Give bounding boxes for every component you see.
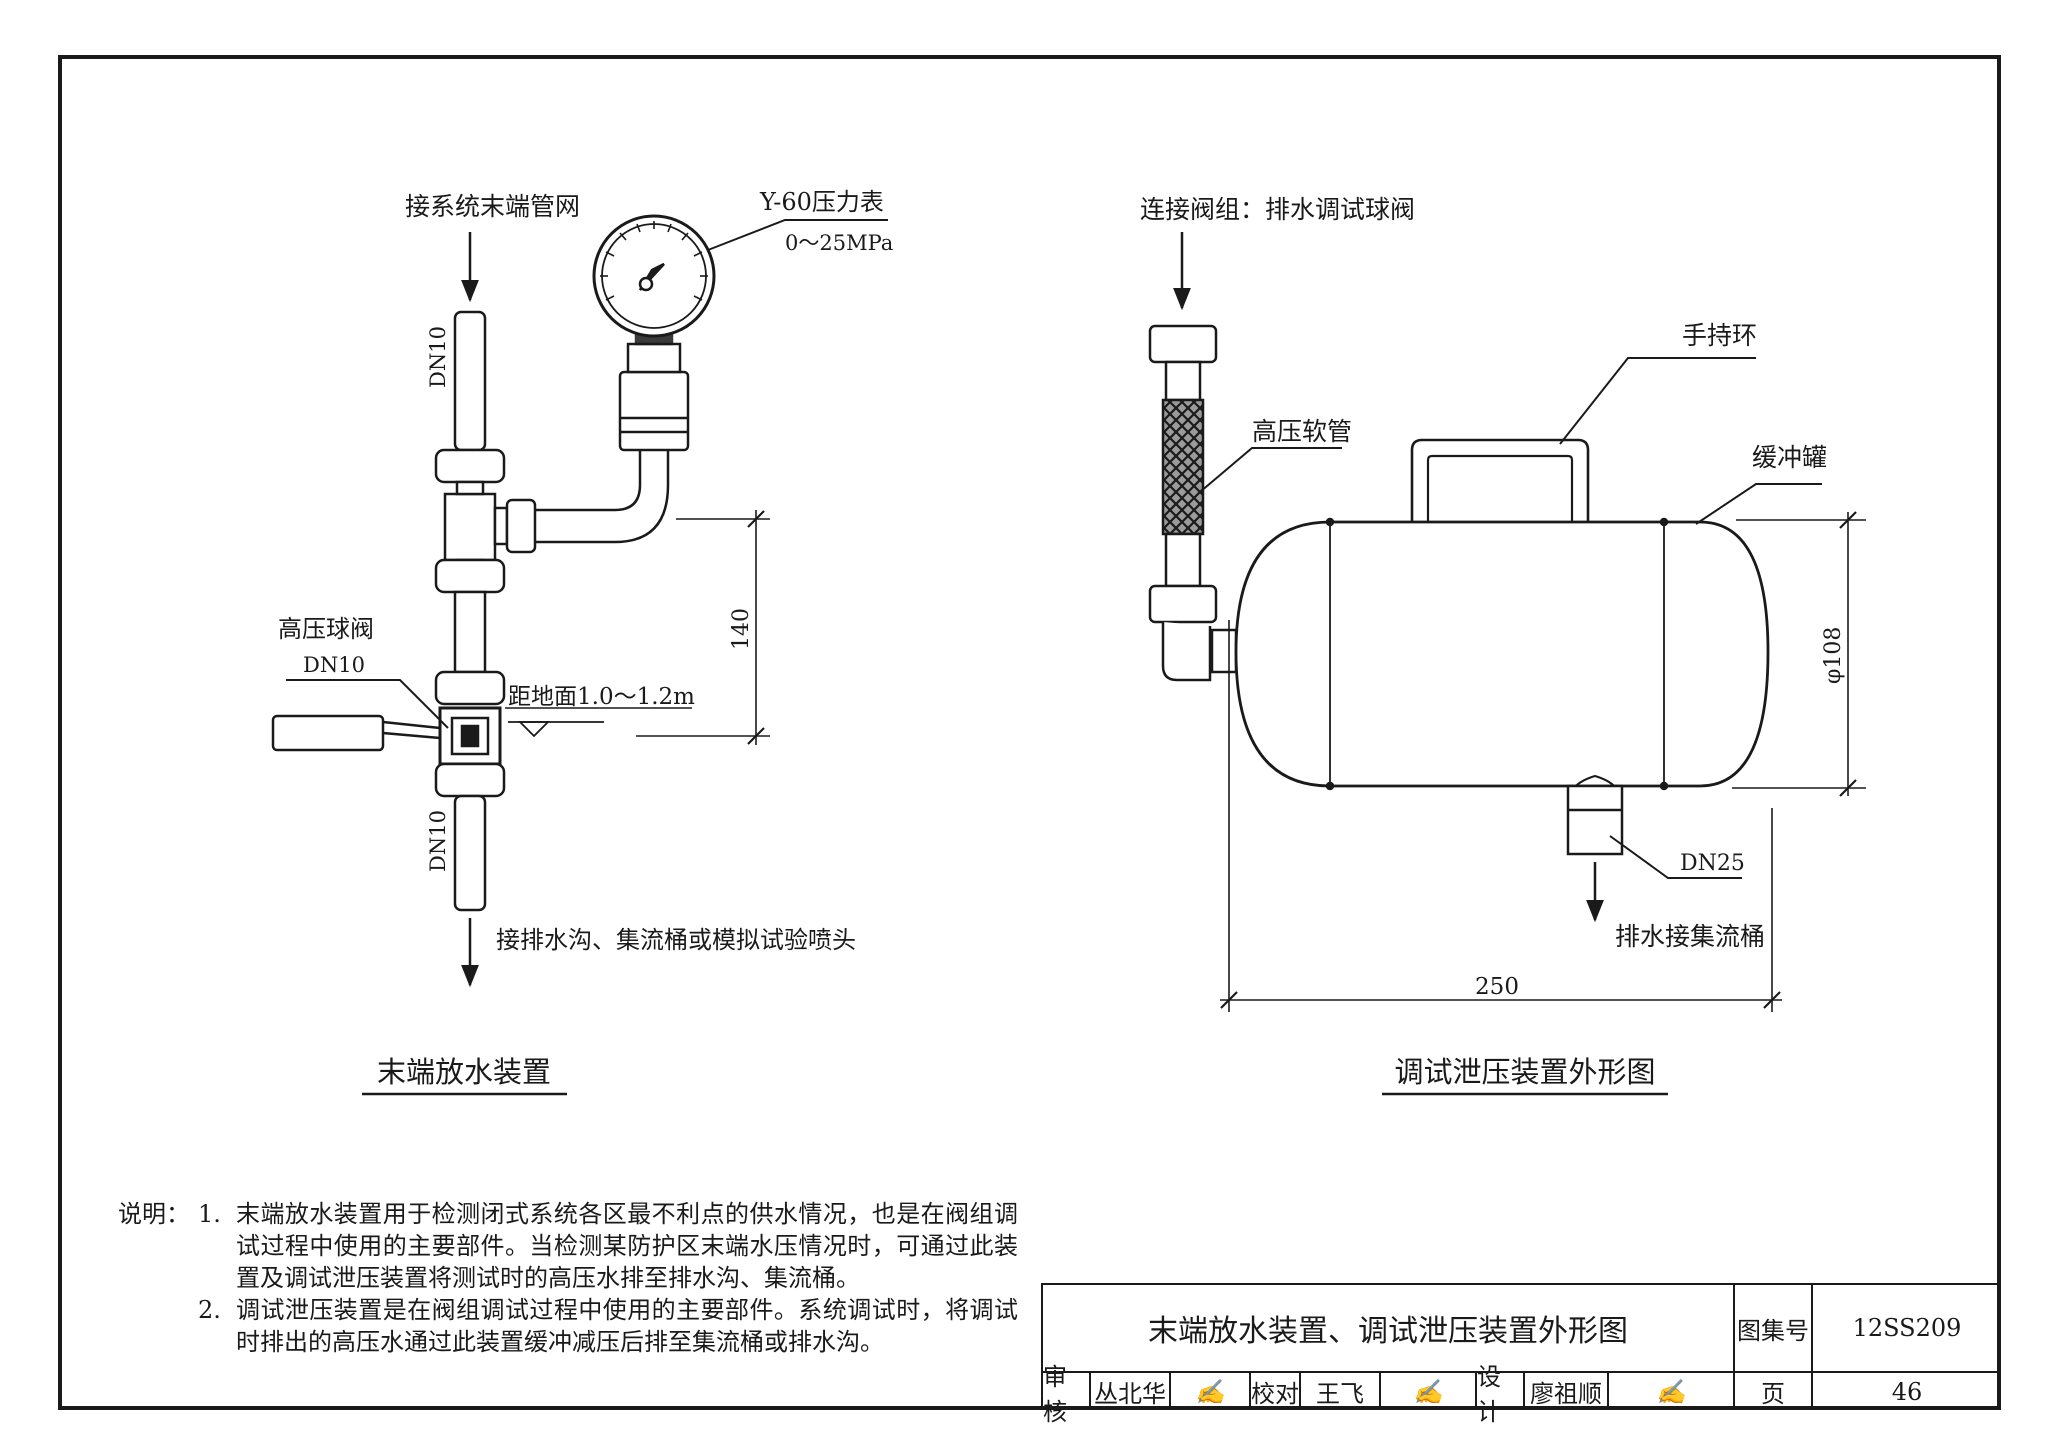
check-label: 校对 xyxy=(1251,1373,1301,1410)
note-item-2: 2. 调试泄压装置是在阀组调试过程中使用的主要部件。系统调试时，将调试时排出的高… xyxy=(118,1294,1018,1358)
design-label: 设计 xyxy=(1477,1363,1525,1426)
tee-fitting xyxy=(443,492,497,562)
reviewer-signature: ✍ xyxy=(1171,1373,1251,1410)
hose-label: 高压软管 xyxy=(1252,417,1352,446)
upper-pipe xyxy=(453,310,487,452)
note-item-1: 说明： 1. 末端放水装置用于检测闭式系统各区最不利点的供水情况，也是在阀组调试… xyxy=(118,1198,1018,1294)
title-block: 末端放水装置、调试泄压装置外形图 图集号 12SS209 审核 丛北华 ✍ 校对… xyxy=(1041,1283,2001,1426)
left-figure-caption: 末端放水装置 xyxy=(377,1055,551,1089)
lower-pipe-size: DN10 xyxy=(426,810,450,872)
ball-valve-handle[interactable] xyxy=(271,714,385,752)
carry-handle[interactable] xyxy=(1410,438,1590,522)
checker-name: 王飞 xyxy=(1301,1373,1381,1410)
drawing-frame xyxy=(58,55,2001,1410)
bottom-label-drain: 接排水沟、集流桶或模拟试验喷头 xyxy=(496,926,856,954)
notes-block: 说明： 1. 末端放水装置用于检测闭式系统各区最不利点的供水情况，也是在阀组调试… xyxy=(118,1198,1018,1358)
page-number: 46 xyxy=(1891,1377,1923,1406)
drain-label: 排水接集流桶 xyxy=(1615,922,1765,951)
reviewer-name: 丛北华 xyxy=(1091,1373,1171,1410)
review-label: 审核 xyxy=(1043,1363,1091,1426)
designer-name: 廖祖顺 xyxy=(1525,1373,1609,1410)
designer-signature: ✍ xyxy=(1609,1373,1735,1410)
hose-top-nut xyxy=(1148,324,1218,364)
notes-lead: 说明： xyxy=(118,1200,190,1228)
atlas-number: 12SS209 xyxy=(1813,1285,2001,1373)
union-nut-valve-top xyxy=(434,670,506,706)
union-nut-middle xyxy=(434,558,506,594)
tank-label: 缓冲罐 xyxy=(1752,443,1827,472)
gauge-adapter xyxy=(618,370,690,452)
tank-inlet xyxy=(1210,628,1238,674)
right-figure-caption: 调试泄压装置外形图 xyxy=(1394,1055,1655,1089)
gauge-ticks xyxy=(600,221,708,301)
high-pressure-hose[interactable] xyxy=(1161,398,1205,536)
union-nut-upper xyxy=(434,448,506,484)
handle-label: 手持环 xyxy=(1682,321,1757,350)
upper-pipe-size: DN10 xyxy=(426,326,450,388)
length-dimension: 250 xyxy=(1475,974,1519,1000)
gauge-model-label: Y-60压力表 xyxy=(759,188,884,216)
note-text: 调试泄压装置是在阀组调试过程中使用的主要部件。系统调试时，将调试时排出的高压水通… xyxy=(236,1296,1018,1356)
gauge-range-label: 0～25MPa xyxy=(785,231,893,255)
valve-size-label: DN10 xyxy=(303,653,365,677)
pressure-relief-device xyxy=(1148,232,1866,1096)
height-dimension: 140 xyxy=(729,608,754,650)
drawing-title: 末端放水装置、调试泄压装置外形图 xyxy=(1043,1285,1735,1373)
valve-name-label: 高压球阀 xyxy=(278,615,374,643)
union-nut-valve-bottom xyxy=(434,762,506,798)
branch-nut xyxy=(505,498,537,554)
note-number: 1. xyxy=(198,1200,221,1228)
atlas-label: 图集号 xyxy=(1735,1285,1813,1373)
outlet-size-label: DN25 xyxy=(1680,851,1745,876)
note-number: 2. xyxy=(198,1296,221,1324)
buffer-tank[interactable] xyxy=(1234,520,1770,788)
diameter-dimension: φ108 xyxy=(1821,627,1846,684)
checker-signature: ✍ xyxy=(1381,1373,1477,1410)
top-label-valve-connection: 连接阀组：排水调试球阀 xyxy=(1140,195,1415,224)
hose-bottom-nut xyxy=(1148,584,1218,624)
page-label: 页 xyxy=(1735,1373,1813,1410)
lower-pipe xyxy=(453,794,487,912)
floor-height-note: 距地面1.0～1.2m xyxy=(508,684,695,710)
note-text: 末端放水装置用于检测闭式系统各区最不利点的供水情况，也是在阀组调试过程中使用的主… xyxy=(236,1200,1018,1292)
terminal-drain-assembly xyxy=(271,214,888,1096)
top-label-system-pipe: 接系统末端管网 xyxy=(405,192,580,221)
